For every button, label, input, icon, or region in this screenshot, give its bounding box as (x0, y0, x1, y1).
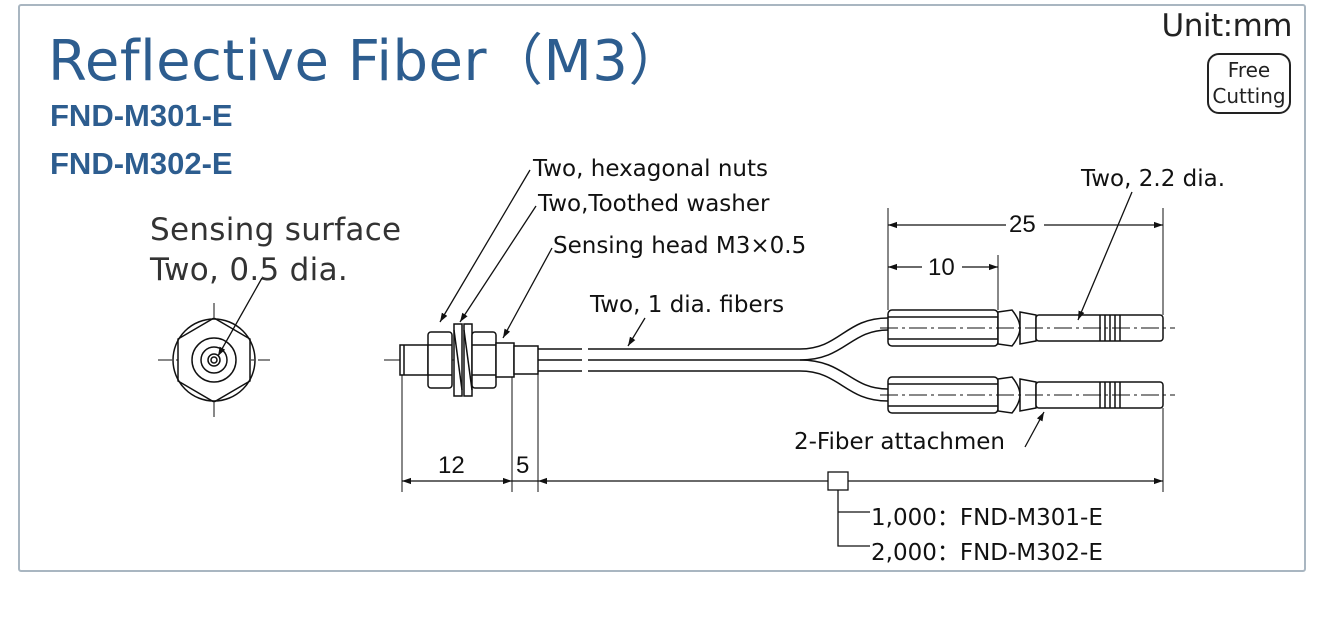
callout-hex-nuts: Two, hexagonal nuts (533, 156, 768, 182)
dimension-lines (402, 221, 1163, 485)
sensing-head-side-view (384, 323, 600, 397)
length-box (827, 471, 870, 547)
sensing-surface-label: Sensing surface (150, 212, 402, 248)
front-view (158, 303, 270, 417)
fiber-attachment-lower (880, 376, 1175, 414)
model-number-1: FND-M301-E (50, 98, 233, 133)
fiber-cables (538, 317, 889, 402)
sensing-surface-diameter: Two, 0.5 dia. (150, 252, 349, 288)
free-cutting-line-2: Cutting (1212, 84, 1286, 108)
callout-fiber-attachment: 2-Fiber attachmen (794, 429, 1005, 455)
length-option-1: 1,000：FND-M301-E (871, 505, 1103, 531)
dimension-12: 12 (438, 452, 465, 479)
callout-toothed-washer: Two,Toothed washer (538, 191, 770, 217)
free-cutting-line-1: Free (1227, 58, 1271, 82)
dimension-25: 25 (1009, 211, 1036, 238)
length-option-2: 2,000：FND-M302-E (871, 540, 1103, 566)
dimension-5: 5 (516, 452, 530, 479)
dimension-10: 10 (928, 254, 955, 281)
fiber-attachment-upper (880, 309, 1175, 347)
unit-label: Unit:mm (1161, 8, 1293, 44)
leader-lines (217, 169, 1133, 448)
free-cutting-badge: Free Cutting (1207, 53, 1291, 114)
model-number-2: FND-M302-E (50, 146, 233, 181)
diagram-frame (18, 4, 1306, 572)
callout-sensing-head: Sensing head M3×0.5 (553, 233, 807, 259)
page-title: Reflective Fiber（M3） (48, 29, 685, 94)
extension-lines (401, 208, 1164, 492)
callout-tip-diameter: Two, 2.2 dia. (1081, 166, 1226, 192)
callout-fibers: Two, 1 dia. fibers (590, 292, 785, 318)
